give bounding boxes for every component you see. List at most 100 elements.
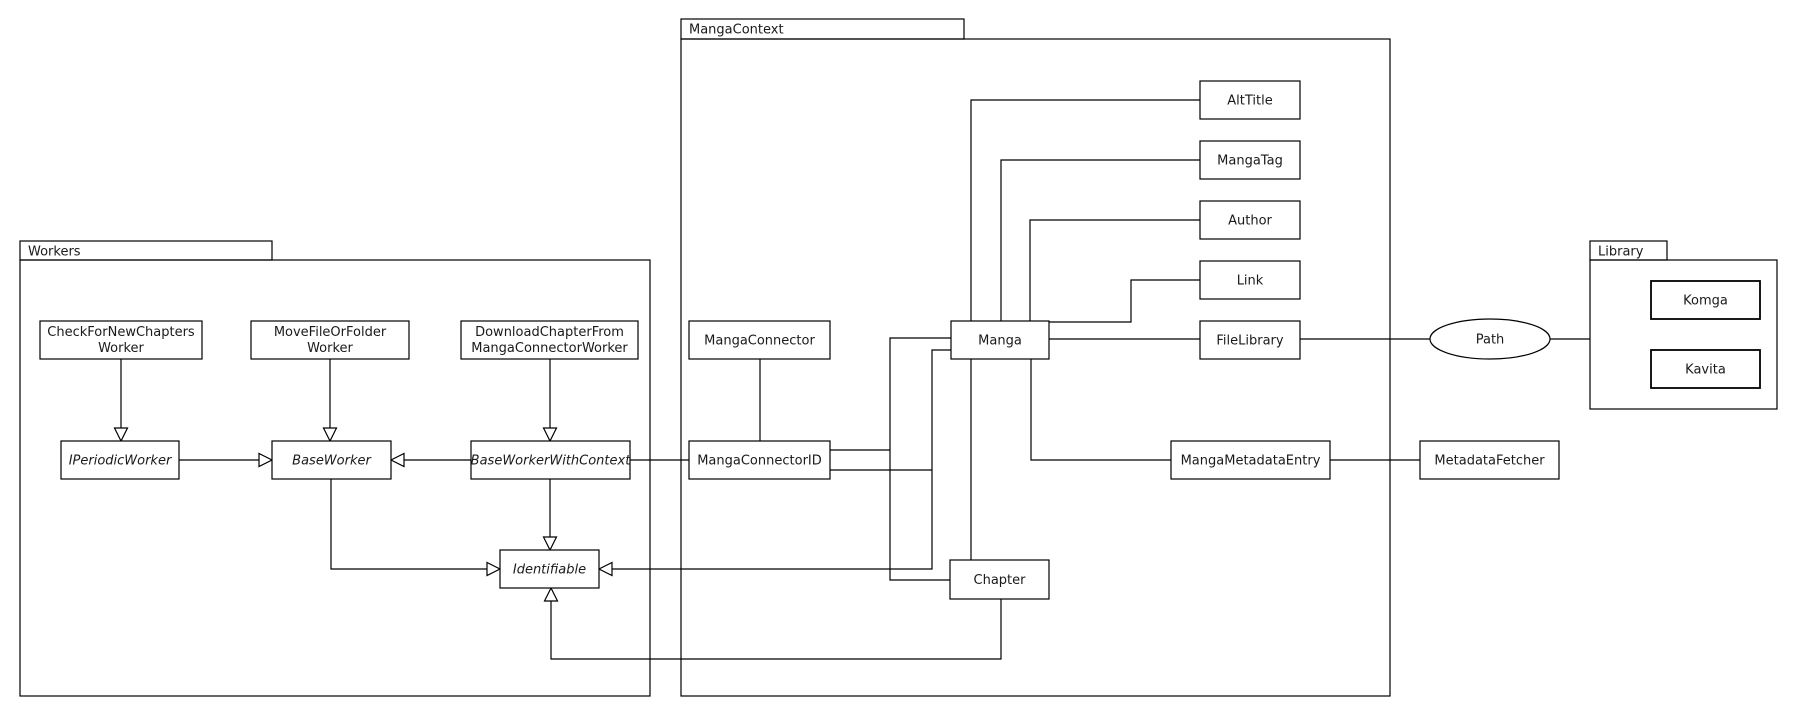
node-identifiable[interactable]: Identifiable <box>499 549 600 589</box>
edge-move-file-or-folder-worker-to-base-worker <box>322 359 338 443</box>
node-box[interactable] <box>1170 440 1331 480</box>
node-label: MangaMetadataEntry <box>1181 454 1321 469</box>
node-box[interactable] <box>1199 320 1301 360</box>
node-link[interactable]: Link <box>1199 260 1301 300</box>
node-box[interactable] <box>1419 440 1560 480</box>
edge-line <box>1049 279 1200 323</box>
node-label: MoveFileOrFolder <box>274 325 387 340</box>
node-manga[interactable]: Manga <box>950 320 1050 360</box>
node-label: BaseWorkerWithContext <box>471 454 632 469</box>
edge-line <box>612 349 951 570</box>
edge-line <box>550 599 1002 660</box>
node-manga-connector-id[interactable]: MangaConnectorID <box>688 440 831 480</box>
node-label: Komga <box>1683 294 1728 309</box>
package-workers[interactable]: Workers <box>19 240 651 697</box>
node-metadata-fetcher[interactable]: MetadataFetcher <box>1419 440 1560 480</box>
node-box[interactable] <box>250 320 410 360</box>
node-box[interactable] <box>688 320 831 360</box>
edge-base-worker-to-identifiable <box>330 479 502 577</box>
node-label: Chapter <box>974 573 1027 588</box>
generalization-arrowhead-icon <box>597 561 613 577</box>
node-label: CheckForNewChapters <box>47 325 195 340</box>
package-library[interactable]: Library <box>1589 240 1778 410</box>
edge-line <box>1029 219 1200 321</box>
node-chapter[interactable]: Chapter <box>949 559 1050 600</box>
package-manga-context[interactable]: MangaContext <box>680 18 1391 697</box>
generalization-arrowhead-icon <box>542 427 558 443</box>
node-box[interactable] <box>1650 349 1761 389</box>
ellipse-shape[interactable] <box>1429 318 1551 360</box>
node-base-worker[interactable]: BaseWorker <box>271 440 392 480</box>
node-label: Link <box>1237 274 1264 289</box>
node-komga[interactable]: Komga <box>1650 280 1761 320</box>
package-body <box>1589 259 1778 410</box>
node-label: Identifiable <box>513 563 586 578</box>
node-label: BaseWorker <box>292 454 372 469</box>
edge-manga-to-author <box>1029 219 1200 321</box>
node-label: Worker <box>307 341 353 356</box>
node-box[interactable] <box>1199 140 1301 180</box>
node-label: Kavita <box>1685 363 1726 378</box>
node-label: MangaConnectorWorker <box>471 341 628 356</box>
edge-manga-to-chapter <box>889 337 951 581</box>
edge-line <box>889 337 951 581</box>
node-label: MetadataFetcher <box>1434 454 1545 469</box>
node-label: IPeriodicWorker <box>69 454 173 469</box>
node-box[interactable] <box>271 440 392 480</box>
node-label: MangaConnector <box>704 334 815 349</box>
node-box[interactable] <box>950 320 1050 360</box>
generalization-arrowhead-icon <box>389 452 405 468</box>
generalization-arrowhead-icon <box>258 452 274 468</box>
node-base-worker-with-context[interactable]: BaseWorkerWithContext <box>470 440 632 480</box>
edge-download-chapter-worker-to-base-worker-with-context <box>542 359 558 443</box>
node-label: AltTitle <box>1227 94 1272 109</box>
edge-line <box>970 99 1200 321</box>
node-label: MangaTag <box>1217 154 1283 169</box>
node-manga-tag[interactable]: MangaTag <box>1199 140 1301 180</box>
node-box[interactable] <box>60 440 180 480</box>
node-author[interactable]: Author <box>1199 200 1301 240</box>
node-box[interactable] <box>688 440 831 480</box>
node-manga-connector[interactable]: MangaConnector <box>688 320 831 360</box>
edge-line <box>1000 159 1200 321</box>
edge-manga-to-identifiable <box>597 349 951 577</box>
node-manga-metadata-entry[interactable]: MangaMetadataEntry <box>1170 440 1331 480</box>
node-box[interactable] <box>1199 260 1301 300</box>
node-path[interactable]: Path <box>1429 318 1551 360</box>
package-body <box>680 38 1391 697</box>
node-box[interactable] <box>949 559 1050 600</box>
node-alt-title[interactable]: AltTitle <box>1199 80 1301 120</box>
edge-manga-to-manga-tag <box>1000 159 1200 321</box>
node-file-library[interactable]: FileLibrary <box>1199 320 1301 360</box>
node-box[interactable] <box>460 320 639 360</box>
edge-manga-to-link <box>1049 279 1200 323</box>
node-box[interactable] <box>1650 280 1761 320</box>
node-iperiodic-worker[interactable]: IPeriodicWorker <box>60 440 180 480</box>
generalization-arrowhead-icon <box>543 586 559 602</box>
generalization-arrowhead-icon <box>542 536 558 552</box>
node-box[interactable] <box>499 549 600 589</box>
package-label: MangaContext <box>689 23 784 38</box>
package-label: Workers <box>28 245 81 260</box>
generalization-arrowhead-icon <box>322 427 338 443</box>
node-box[interactable] <box>39 320 203 360</box>
edge-chapter-to-identifiable <box>543 586 1002 660</box>
node-label: Path <box>1476 333 1505 348</box>
package-label: Library <box>1598 245 1644 260</box>
node-label: Manga <box>978 334 1022 349</box>
node-box[interactable] <box>1199 80 1301 120</box>
node-kavita[interactable]: Kavita <box>1650 349 1761 389</box>
node-label: DownloadChapterFrom <box>475 325 624 340</box>
generalization-arrowhead-icon <box>486 561 502 577</box>
edge-check-for-new-chapters-worker-to-iperiodic-worker <box>113 359 129 443</box>
edge-manga-to-alt-title <box>970 99 1200 321</box>
node-box[interactable] <box>470 440 631 480</box>
node-label: MangaConnectorID <box>697 454 822 469</box>
node-box[interactable] <box>1199 200 1301 240</box>
edge-line <box>330 479 487 570</box>
